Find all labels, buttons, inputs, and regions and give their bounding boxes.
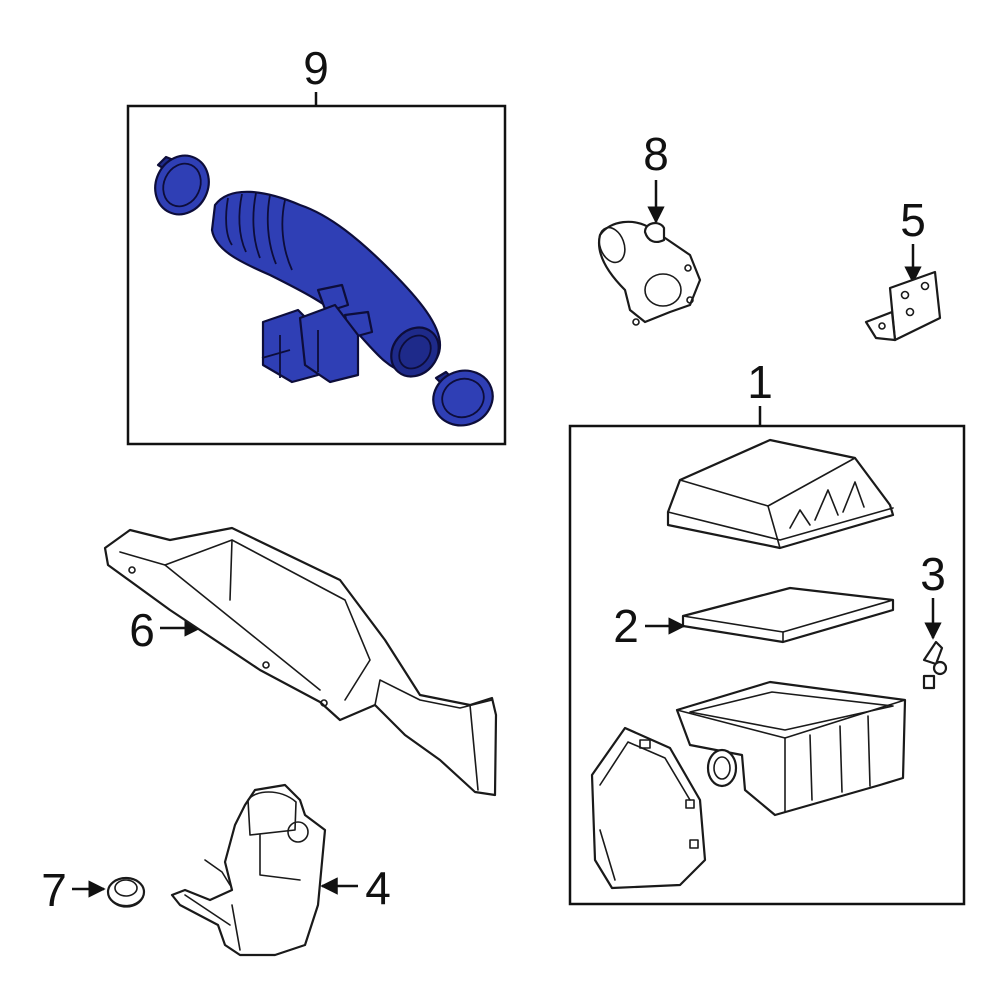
- callout-8-group[interactable]: 8: [595, 128, 702, 326]
- hose-clamp-left: [154, 154, 210, 216]
- callout-label-5[interactable]: 5: [900, 194, 926, 246]
- callout-label-7[interactable]: 7: [41, 864, 67, 916]
- callout-3-group[interactable]: 3: [920, 548, 948, 690]
- callout-6-group[interactable]: 6: [103, 526, 498, 797]
- callout-label-8[interactable]: 8: [643, 128, 669, 180]
- air-cleaner-cover-drawing[interactable]: [666, 438, 895, 550]
- intake-hose: [210, 190, 442, 378]
- hose-resonator-blocks: [261, 283, 374, 384]
- callout-1-group[interactable]: 1: [568, 356, 966, 906]
- resonator-drawing[interactable]: [170, 783, 327, 957]
- callout-label-2[interactable]: 2: [613, 600, 639, 652]
- callout-label-1[interactable]: 1: [747, 356, 773, 408]
- intake-duct-drawing[interactable]: [103, 526, 498, 797]
- callout-label-3[interactable]: 3: [920, 548, 946, 600]
- air-cleaner-lower-box-drawing[interactable]: [675, 680, 907, 817]
- intake-hose-kit-drawing[interactable]: [146, 147, 501, 434]
- callout-7-group[interactable]: 7: [41, 864, 146, 916]
- air-filter-drawing[interactable]: [681, 586, 895, 644]
- callout-5-group[interactable]: 5: [864, 194, 942, 342]
- bracket-drawing[interactable]: [864, 270, 942, 342]
- group-box-1: [568, 424, 966, 906]
- group-box-9: [126, 104, 507, 446]
- callout-label-6[interactable]: 6: [129, 604, 155, 656]
- throttle-body-adapter-drawing[interactable]: [595, 220, 702, 326]
- callout-label-9[interactable]: 9: [303, 42, 329, 94]
- callout-label-4[interactable]: 4: [365, 862, 391, 914]
- callout-2-group[interactable]: 2: [613, 600, 686, 652]
- air-duct-housing-drawing[interactable]: [590, 726, 707, 890]
- clip-drawing[interactable]: [922, 640, 948, 690]
- hose-clamp-right: [432, 369, 494, 427]
- grommet-drawing[interactable]: [106, 876, 146, 908]
- callout-9-group[interactable]: 9: [126, 42, 507, 446]
- callout-4-group[interactable]: 4: [170, 783, 391, 957]
